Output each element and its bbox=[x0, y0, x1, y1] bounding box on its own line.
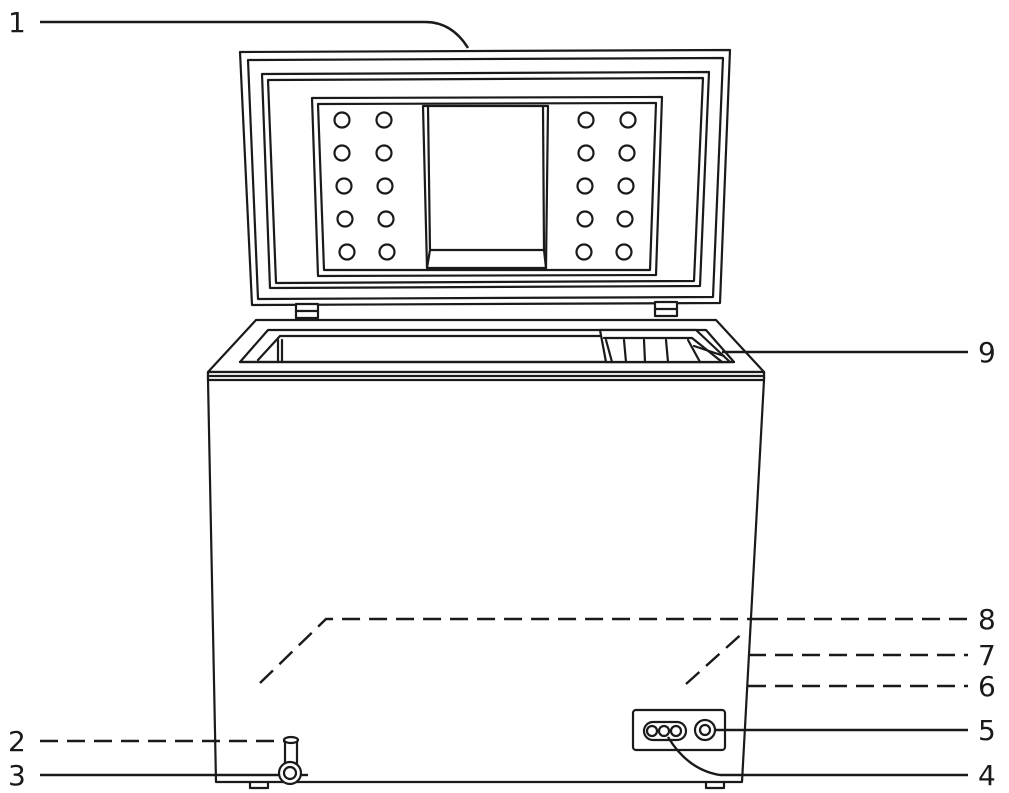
callout-1: 1 bbox=[8, 6, 26, 39]
storage-basket bbox=[598, 328, 732, 364]
callout-7: 7 bbox=[978, 639, 996, 672]
cabinet-body bbox=[206, 370, 766, 790]
lid-rivets-left bbox=[333, 111, 396, 261]
callout-labels: 1 2 3 4 5 6 7 8 9 bbox=[8, 6, 996, 792]
freezer-lid bbox=[238, 48, 732, 307]
lid-rivets-right bbox=[575, 111, 637, 261]
control-panel bbox=[631, 708, 727, 752]
callout-2: 2 bbox=[8, 725, 26, 758]
leader-lines bbox=[40, 20, 968, 777]
hinges bbox=[294, 300, 679, 320]
callout-9: 9 bbox=[978, 336, 996, 369]
drain-outlet bbox=[277, 735, 303, 786]
callout-5: 5 bbox=[978, 714, 996, 747]
callout-6: 6 bbox=[978, 670, 996, 703]
callout-8: 8 bbox=[978, 603, 996, 636]
callout-3: 3 bbox=[8, 759, 26, 792]
hidden-parts-outline bbox=[259, 617, 760, 685]
callout-4: 4 bbox=[978, 759, 996, 792]
